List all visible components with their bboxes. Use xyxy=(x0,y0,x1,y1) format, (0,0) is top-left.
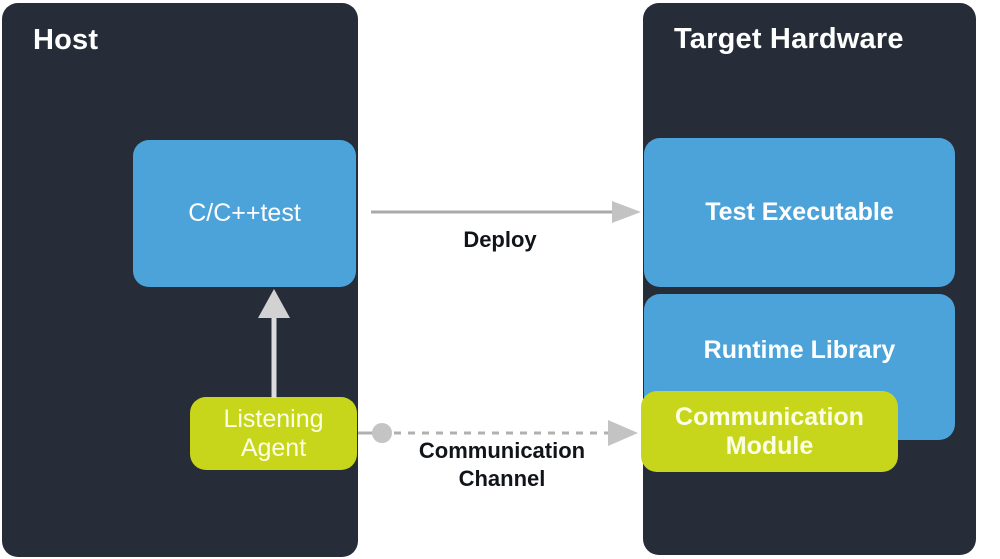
edge-label-deploy: Deploy xyxy=(463,227,537,252)
edge-deploy xyxy=(371,201,641,223)
node-test-executable[interactable]: Test Executable xyxy=(644,138,955,287)
node-listening-agent[interactable]: Listening Agent xyxy=(190,397,357,470)
panel-target-hardware-title: Target Hardware xyxy=(674,23,904,55)
edge-label-communication-channel: Communication Channel xyxy=(418,438,586,491)
panel-host-title: Host xyxy=(33,24,99,56)
node-communication-module[interactable]: Communication Module xyxy=(641,391,898,472)
node-cctest[interactable]: C/C++test xyxy=(133,140,356,287)
